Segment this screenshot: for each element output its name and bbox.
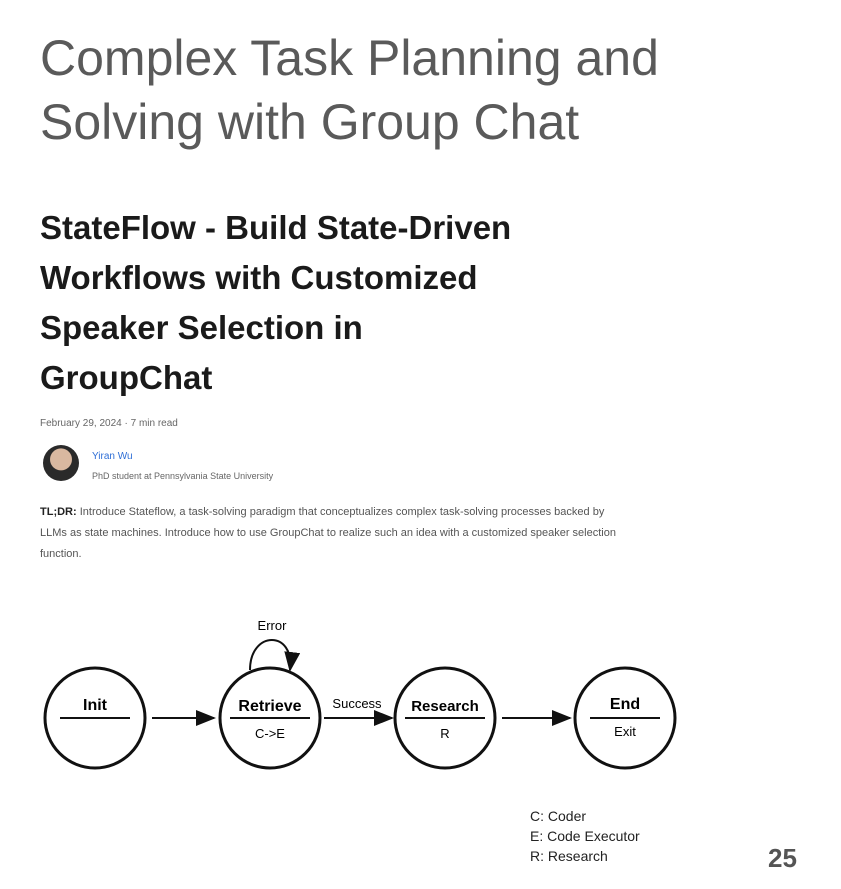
- state-label: End: [610, 696, 640, 713]
- legend-item: R: Research: [530, 848, 608, 864]
- state-label: Retrieve: [238, 698, 301, 715]
- state-retrieve: Retrieve C->E: [218, 666, 322, 770]
- legend-item: C: Coder: [530, 808, 587, 824]
- state-sub-label: R: [440, 726, 449, 741]
- article-title-line: Workflows with Customized: [40, 259, 478, 296]
- article-meta: February 29, 2024 · 7 min read: [40, 418, 178, 429]
- author-avatar: [43, 445, 79, 481]
- state-sub-label: Exit: [614, 724, 636, 739]
- state-research: Research R: [393, 666, 497, 770]
- state-end: End Exit: [573, 666, 677, 770]
- state-init: Init: [43, 666, 147, 770]
- diagram-legend: C: Coder E: Code Executor R: Research: [530, 806, 640, 866]
- article-title: StateFlow - Build State-Driven Workflows…: [40, 203, 680, 403]
- state-label: Research: [411, 698, 479, 715]
- article-title-line: GroupChat: [40, 359, 213, 396]
- tldr-label: TL;DR:: [40, 506, 77, 518]
- error-label: Error: [258, 618, 288, 633]
- state-label: Init: [83, 697, 108, 714]
- slide-title: Complex Task Planning and Solving with G…: [40, 26, 800, 154]
- success-label: Success: [332, 696, 382, 711]
- slide-title-line: Solving with Group Chat: [40, 94, 580, 150]
- tldr-text: Introduce Stateflow, a task-solving para…: [40, 506, 616, 560]
- article-title-line: Speaker Selection in: [40, 309, 363, 346]
- tldr-paragraph: TL;DR: Introduce Stateflow, a task-solvi…: [40, 502, 620, 565]
- state-diagram: Init Retrieve C->E Research R End Exit S…: [43, 618, 677, 770]
- author-bio: PhD student at Pennsylvania State Univer…: [92, 471, 274, 481]
- author-name-link[interactable]: Yiran Wu: [92, 451, 133, 462]
- legend-item: E: Code Executor: [530, 828, 640, 844]
- state-sub-label: C->E: [255, 726, 285, 741]
- arrow-error-self-loop: [249, 639, 301, 672]
- slide-title-line: Complex Task Planning and: [40, 30, 659, 86]
- article-title-line: StateFlow - Build State-Driven: [40, 209, 512, 246]
- page-number: 25: [768, 843, 797, 873]
